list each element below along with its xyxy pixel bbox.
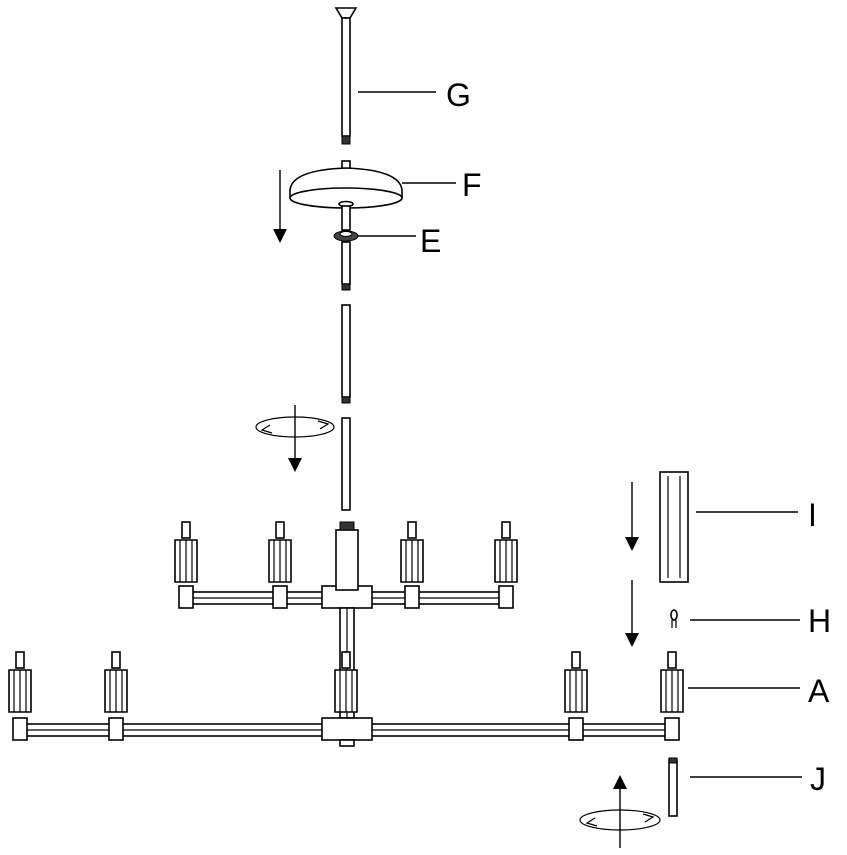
- label-i: I: [808, 497, 817, 533]
- part-h-bulb: [670, 609, 678, 628]
- lamp-holder: [334, 651, 358, 713]
- label-a: A: [808, 673, 830, 709]
- lamp-holder: [8, 651, 32, 741]
- lamp-holder: [660, 651, 684, 741]
- lamp-holder: [400, 521, 424, 609]
- lamp-holder: [564, 651, 588, 741]
- lower-lamp-arms: [8, 651, 684, 741]
- label-j: J: [810, 761, 826, 797]
- label-g: G: [446, 77, 471, 113]
- part-g-rod: [334, 7, 358, 145]
- lamp-holder: [268, 521, 292, 609]
- part-j-finial: [668, 757, 678, 817]
- part-f-canopy: [289, 160, 403, 209]
- rotate-up-icon: [579, 775, 661, 848]
- part-e-ring-nut: [333, 205, 359, 291]
- rotate-down-icon: [255, 405, 335, 472]
- lamp-holder: [104, 651, 128, 741]
- label-e: E: [420, 223, 441, 259]
- lamp-holder: [494, 521, 518, 609]
- upper-lamp-arms: [174, 521, 518, 609]
- label-f: F: [462, 167, 482, 203]
- lower-tier-frame: [21, 717, 669, 747]
- part-i-sleeve: [659, 471, 689, 583]
- lamp-holder: [174, 521, 198, 609]
- extension-rod-1: [341, 304, 351, 404]
- label-h: H: [808, 603, 831, 639]
- extension-rod-2: [341, 417, 351, 511]
- upper-tier-frame: [191, 521, 505, 719]
